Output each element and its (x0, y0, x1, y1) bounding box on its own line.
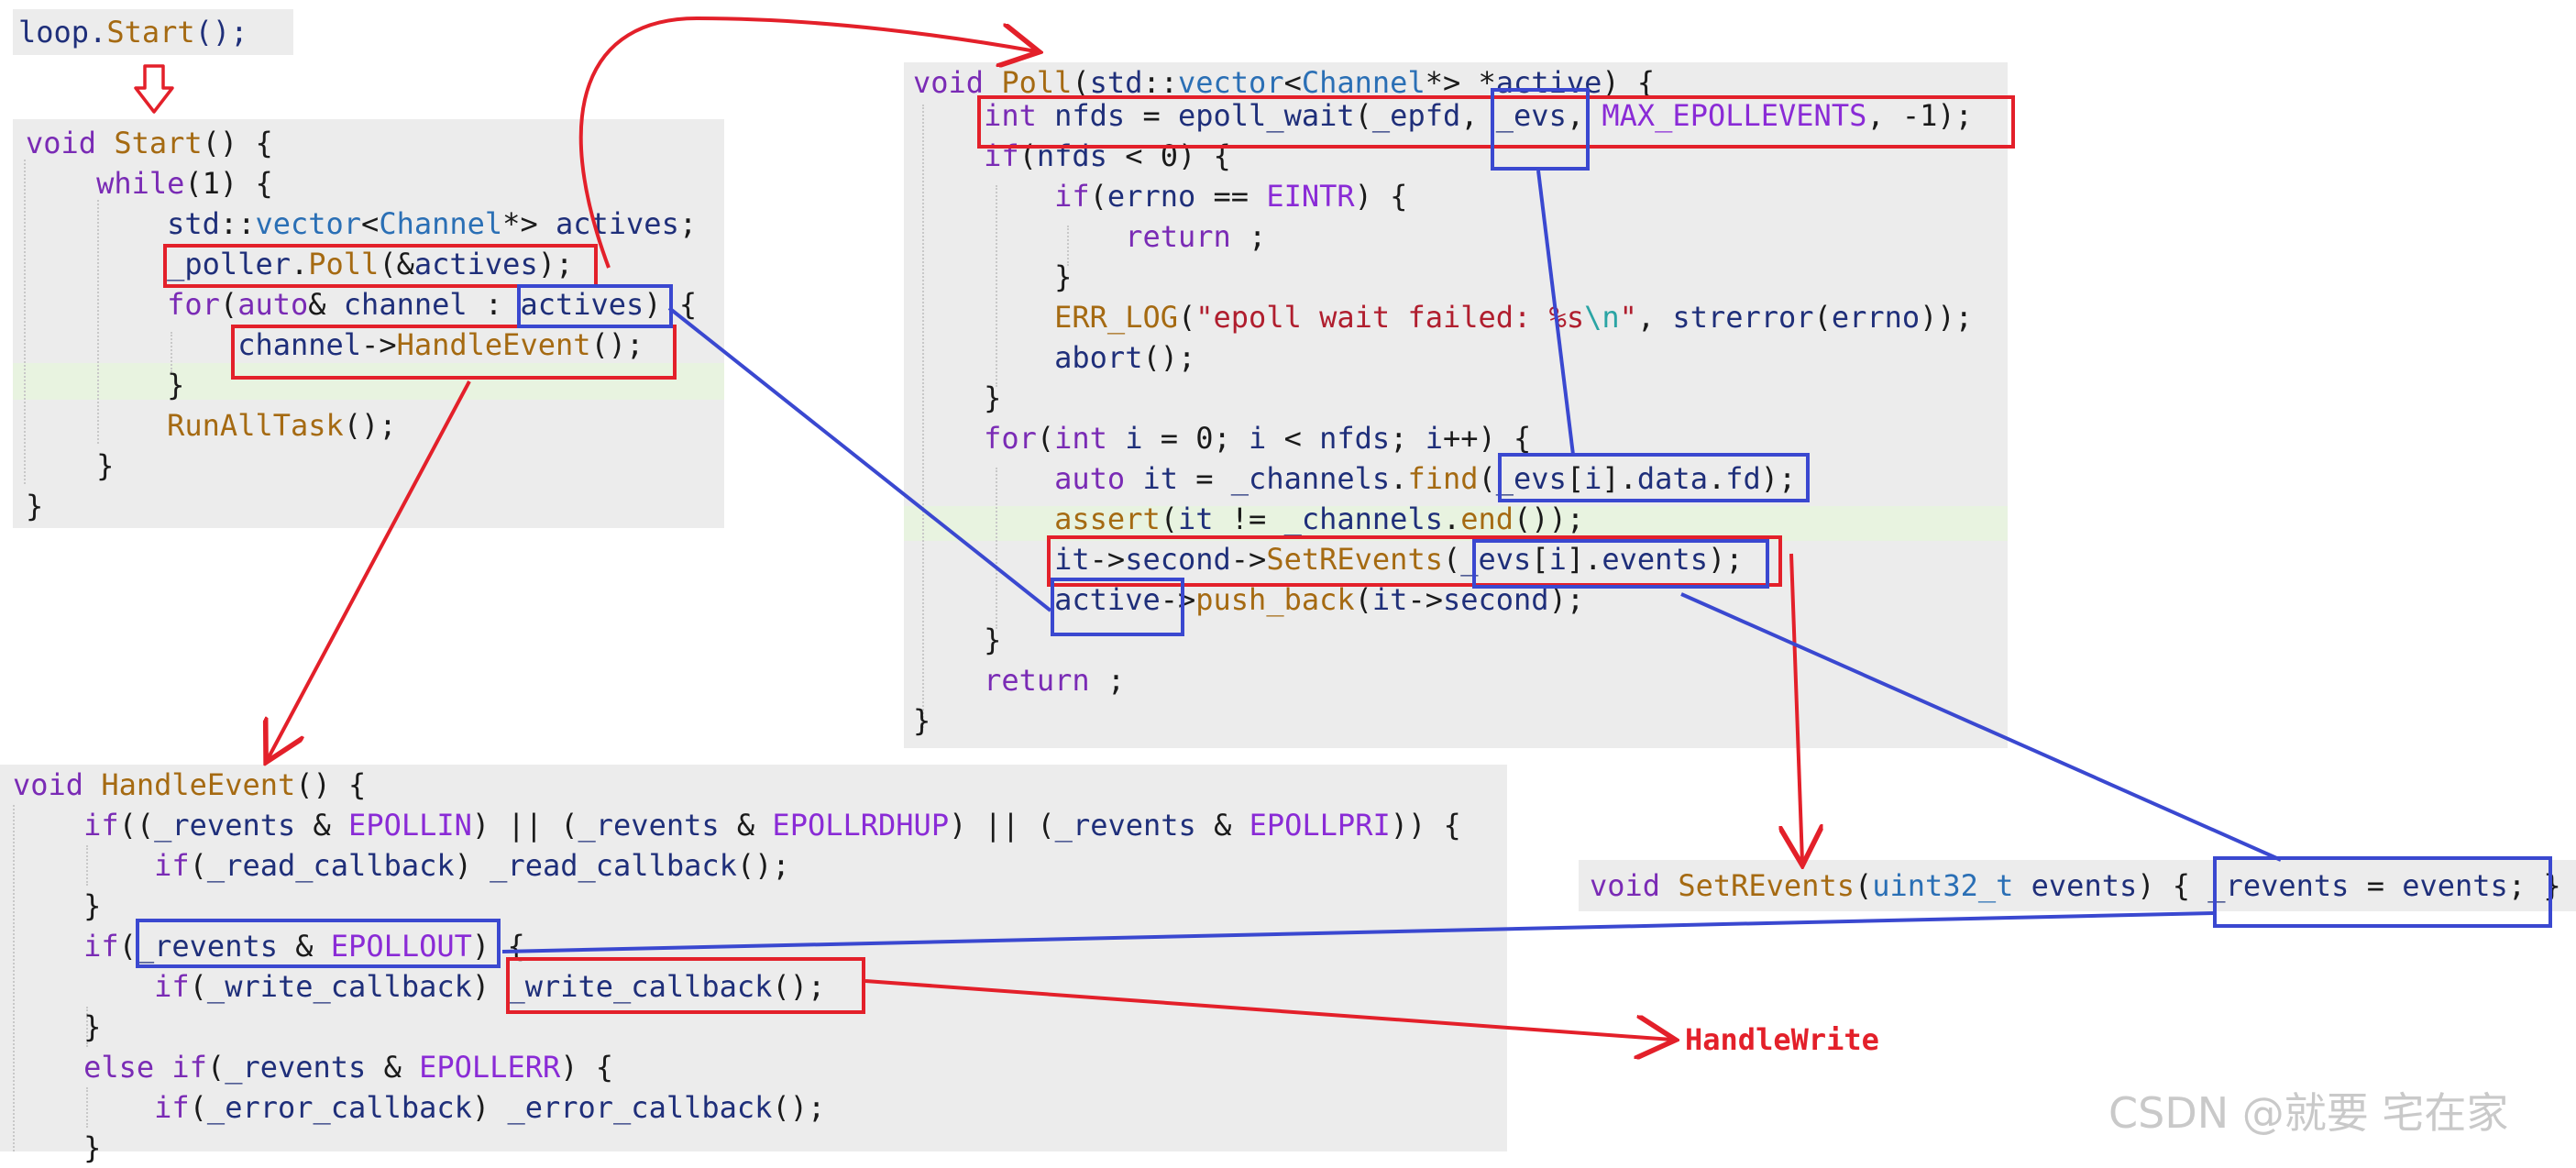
code-line: } (913, 380, 1002, 415)
write-callback-box (506, 957, 865, 1014)
indent-guide (24, 160, 26, 484)
code-line: void HandleEvent() { (13, 767, 367, 802)
code-line: std::vector<Channel*> actives; (167, 206, 698, 241)
code-line: abort(); (1054, 340, 1196, 375)
code-line: void SetREvents(uint32_t events) { _reve… (1590, 868, 2561, 903)
code-line: } (913, 703, 931, 738)
current-line-highlight (904, 506, 2008, 541)
indent-guide (13, 805, 15, 1151)
poller-poll-call-box (163, 244, 598, 288)
indent-guide (86, 845, 88, 886)
code-line: if((_revents & EPOLLIN) || (_revents & E… (83, 808, 1461, 843)
code-line: void Poll(std::vector<Channel*> *active)… (913, 65, 1656, 100)
code-line: if(errno == EINTR) { (1054, 179, 1408, 214)
code-line: } (13, 1009, 102, 1044)
code-line: } (13, 888, 102, 923)
evs-arg-box (1491, 88, 1590, 171)
top-call-line: loop.Start(); (18, 15, 248, 50)
code-line: assert(it != _channels.end()); (1054, 501, 1585, 536)
handle-write-label: HandleWrite (1685, 1022, 1879, 1057)
code-line: else if(_revents & EPOLLERR) { (83, 1050, 614, 1085)
code-line: _poller.Poll(&actives); (167, 247, 574, 281)
indent-guide (86, 1007, 88, 1047)
code-line: while(1) { (96, 166, 273, 201)
code-line: if(_write_callback) _write_callback(); (154, 969, 826, 1004)
down-arrow-icon (134, 64, 174, 114)
code-line: it->second->SetREvents(_evs[i].events); (1054, 542, 1744, 577)
indent-guide (171, 332, 172, 372)
handle-event-call-box (231, 325, 677, 380)
revents-epollout-box (136, 919, 501, 968)
code-line: return ; (984, 663, 1126, 698)
revents-assign-box (2213, 856, 2552, 928)
code-line: ERR_LOG("epoll wait failed: %s\n", strer… (1054, 300, 1973, 335)
code-line: RunAllTask(); (167, 408, 397, 443)
active-ptr-box (1051, 578, 1184, 636)
code-line: channel->HandleEvent(); (237, 327, 644, 362)
code-line: if(_error_callback) _error_callback(); (154, 1090, 826, 1125)
actives-range-box (517, 284, 673, 328)
code-line: } (913, 623, 1002, 657)
code-line: if(_read_callback) _read_callback(); (154, 848, 790, 883)
poll-code-block: void Poll(std::vector<Channel*> *active)… (904, 62, 2008, 748)
indent-guide (97, 200, 99, 444)
top-call-block: loop.Start(); (13, 9, 293, 55)
indent-guide (996, 185, 997, 387)
code-line: void Start() { (26, 126, 273, 160)
code-line: } (26, 489, 44, 523)
indent-guide (1067, 226, 1069, 266)
indent-guide (86, 1087, 88, 1128)
code-line: } (913, 259, 1073, 294)
evs-data-fd-box (1498, 453, 1810, 502)
set-revents-code-block: void SetREvents(uint32_t events) { _reve… (1579, 860, 2576, 911)
code-line: if(_revents & EPOLLOUT) { (83, 929, 525, 964)
code-line: } (26, 368, 185, 402)
code-line: return ; (1125, 219, 1267, 254)
code-line: auto it = _channels.find(_evs[i].data.fd… (1054, 461, 1797, 496)
watermark: CSDN @就要 宅在家 (2108, 1088, 2509, 1138)
code-line: } (13, 1130, 102, 1165)
code-line: } (26, 448, 115, 483)
code-line: for(int i = 0; i < nfds; i++) { (984, 421, 1532, 456)
evs-events-box (1472, 539, 1769, 589)
